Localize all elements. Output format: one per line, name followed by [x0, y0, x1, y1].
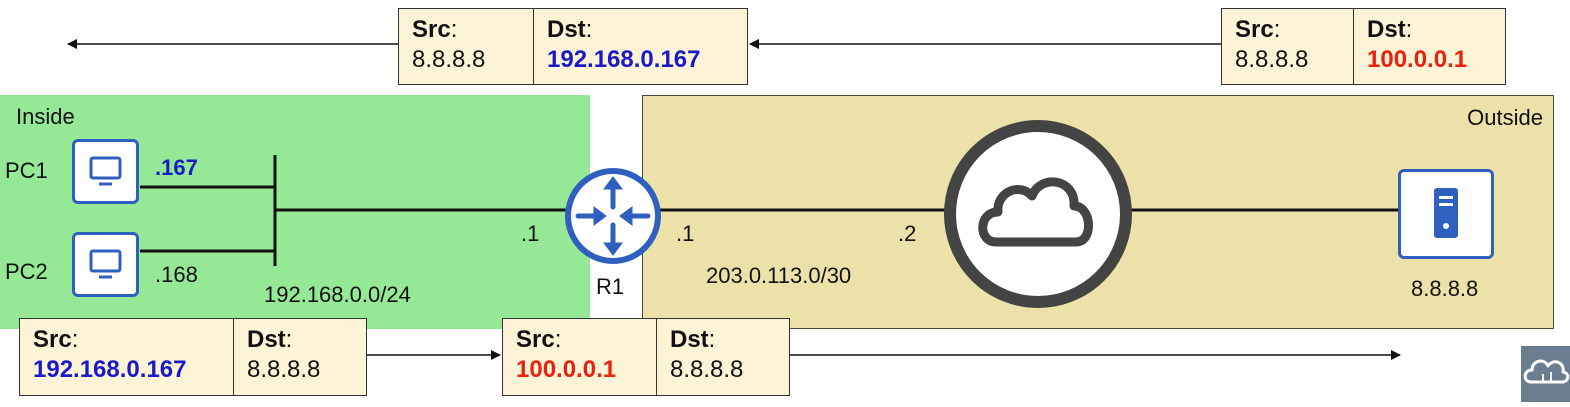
- dst-label: Dst: [547, 16, 586, 43]
- src-value: 8.8.8.8: [412, 46, 486, 73]
- router-inside-ip-label: .1: [521, 221, 540, 246]
- dst-value: 192.168.0.167: [547, 46, 701, 73]
- packet-src-cell: Src: 192.168.0.167: [19, 318, 234, 396]
- pc2-icon: [72, 232, 139, 297]
- outside-zone-label: Outside: [1467, 105, 1543, 130]
- packet-dst-cell: Dst: 100.0.0.1: [1354, 8, 1506, 85]
- packet-src-cell: Src: 8.8.8.8: [398, 8, 534, 85]
- src-label: Src: [412, 16, 451, 43]
- dst-label: Dst: [670, 326, 709, 353]
- brand-icon: [1521, 346, 1570, 402]
- src-label: Src: [1235, 16, 1274, 43]
- packet-src-cell: Src: 8.8.8.8: [1221, 8, 1354, 85]
- router-label: R1: [596, 274, 625, 299]
- cloud-icon: [944, 120, 1132, 308]
- server-icon: [1398, 169, 1494, 259]
- packet-top-left: Src: 8.8.8.8 Dst: 192.168.0.167: [398, 8, 748, 85]
- packet-bottom-left: Src: 192.168.0.167 Dst: 8.8.8.8: [19, 318, 367, 396]
- inside-zone-label: Inside: [16, 104, 75, 129]
- src-value: 8.8.8.8: [1235, 46, 1309, 73]
- pc1-icon: [72, 139, 139, 204]
- src-label: Src: [516, 326, 555, 353]
- src-value: 192.168.0.167: [33, 356, 187, 383]
- isp-ip-label: .2: [898, 221, 917, 246]
- dst-value: 8.8.8.8: [670, 356, 744, 383]
- pc1-ip-label: .167: [155, 155, 198, 180]
- pc2-ip-label: .168: [155, 262, 198, 287]
- server-ip-label: 8.8.8.8: [1411, 276, 1479, 301]
- src-value: 100.0.0.1: [516, 356, 617, 383]
- wan-network-label: 203.0.113.0/30: [706, 263, 852, 288]
- pc2-label: PC2: [5, 259, 48, 284]
- packet-top-right: Src: 8.8.8.8 Dst: 100.0.0.1: [1221, 8, 1506, 85]
- dst-value: 100.0.0.1: [1367, 46, 1468, 73]
- packet-dst-cell: Dst: 8.8.8.8: [234, 318, 367, 396]
- dst-value: 8.8.8.8: [247, 356, 321, 383]
- packet-src-cell: Src: 100.0.0.1: [502, 318, 657, 396]
- router-outside-ip-label: .1: [676, 221, 695, 246]
- dst-label: Dst: [1367, 16, 1406, 43]
- src-label: Src: [33, 326, 72, 353]
- packet-dst-cell: Dst: 8.8.8.8: [657, 318, 790, 396]
- packet-dst-cell: Dst: 192.168.0.167: [534, 8, 748, 85]
- dst-label: Dst: [247, 326, 286, 353]
- pc1-label: PC1: [5, 158, 48, 183]
- packet-bottom-right: Src: 100.0.0.1 Dst: 8.8.8.8: [502, 318, 790, 396]
- lan-network-label: 192.168.0.0/24: [264, 282, 411, 307]
- router-icon: [565, 168, 661, 264]
